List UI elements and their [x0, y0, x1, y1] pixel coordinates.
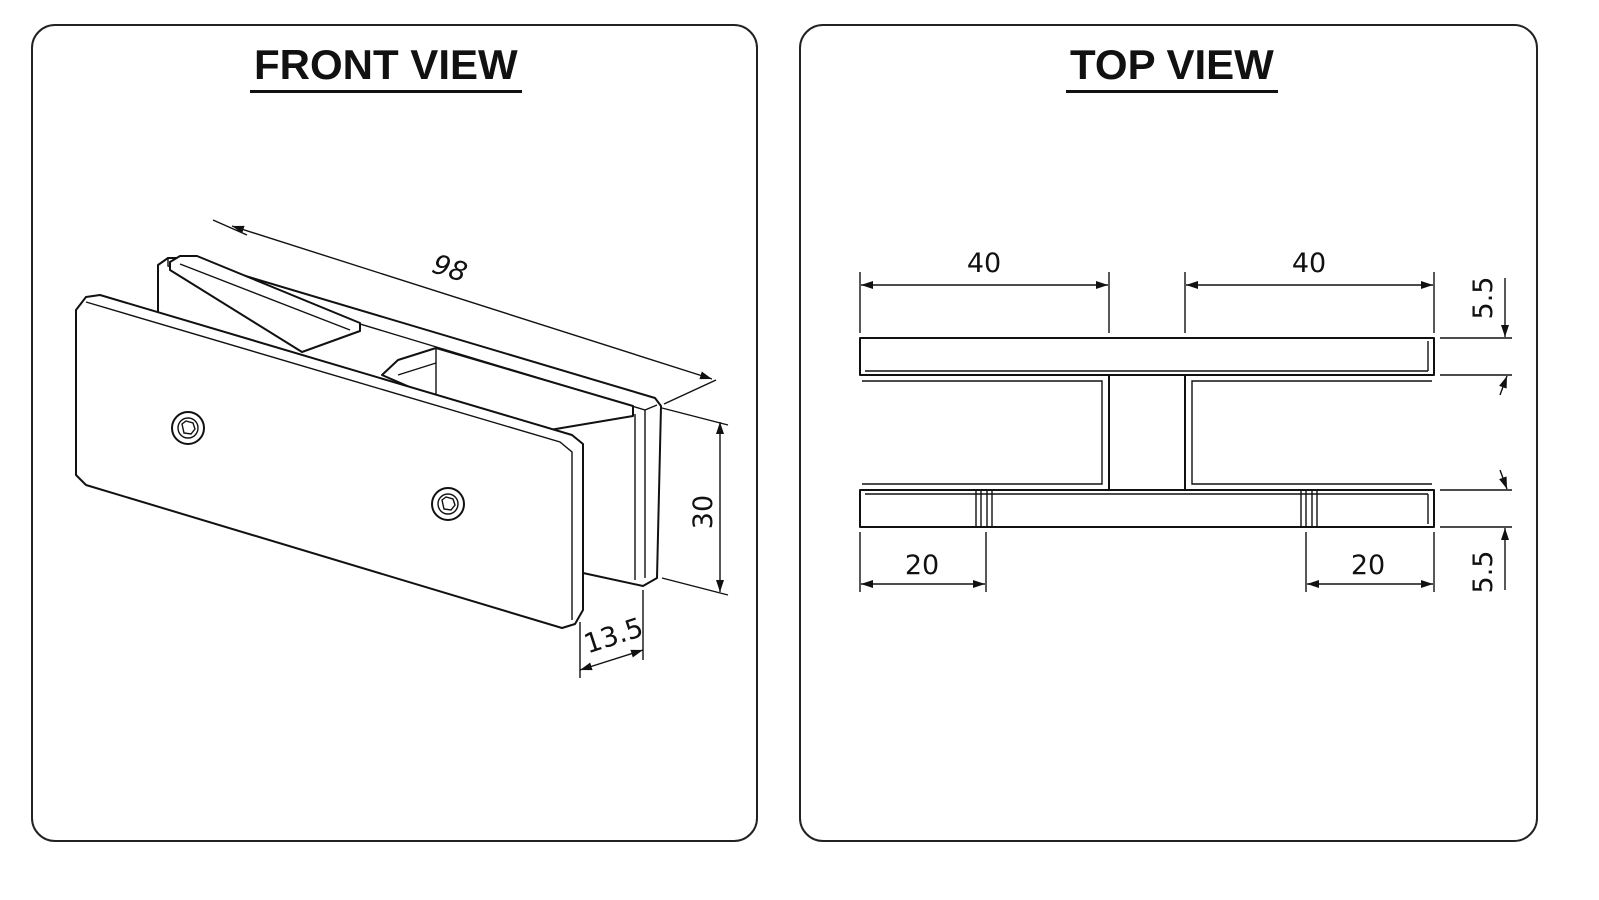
screw-1 — [171, 411, 205, 445]
dimension-top-thickness-label: 5.5 — [1468, 277, 1499, 320]
right-channel — [1184, 374, 1434, 491]
top-plate — [859, 337, 1435, 376]
dimension-height: 30 — [661, 407, 729, 596]
dimension-left-offset-label: 20 — [905, 550, 939, 581]
dimension-left-offset: 20 — [859, 532, 987, 592]
dimension-left-width: 40 — [859, 248, 1110, 333]
top-view-title: TOP VIEW — [1066, 44, 1278, 93]
screw-hint-left — [975, 490, 993, 527]
front-plate — [75, 294, 584, 629]
dimension-bottom-thickness-label: 5.5 — [1468, 551, 1499, 594]
dimension-right-width: 40 — [1184, 248, 1435, 333]
left-channel — [860, 374, 1110, 491]
dimension-depth-label: 13.5 — [580, 612, 647, 660]
dimension-length-label: 98 — [428, 249, 470, 289]
bottom-plate — [859, 489, 1435, 528]
dimension-right-width-label: 40 — [1292, 248, 1326, 279]
screw-2 — [431, 487, 465, 521]
screw-hint-right — [1300, 490, 1318, 527]
dimension-left-width-label: 40 — [967, 248, 1001, 279]
clamp-isometric — [75, 255, 662, 629]
dimension-right-offset: 20 — [1305, 532, 1435, 592]
dimension-height-label: 30 — [688, 495, 719, 529]
dimension-bottom-thickness: 5.5 — [1440, 469, 1512, 594]
front-view-title: FRONT VIEW — [250, 44, 522, 93]
dimension-top-thickness: 5.5 — [1440, 277, 1512, 396]
dimension-depth: 13.5 — [579, 590, 647, 678]
dimension-right-offset-label: 20 — [1351, 550, 1385, 581]
clamp-top-profile — [859, 337, 1435, 528]
